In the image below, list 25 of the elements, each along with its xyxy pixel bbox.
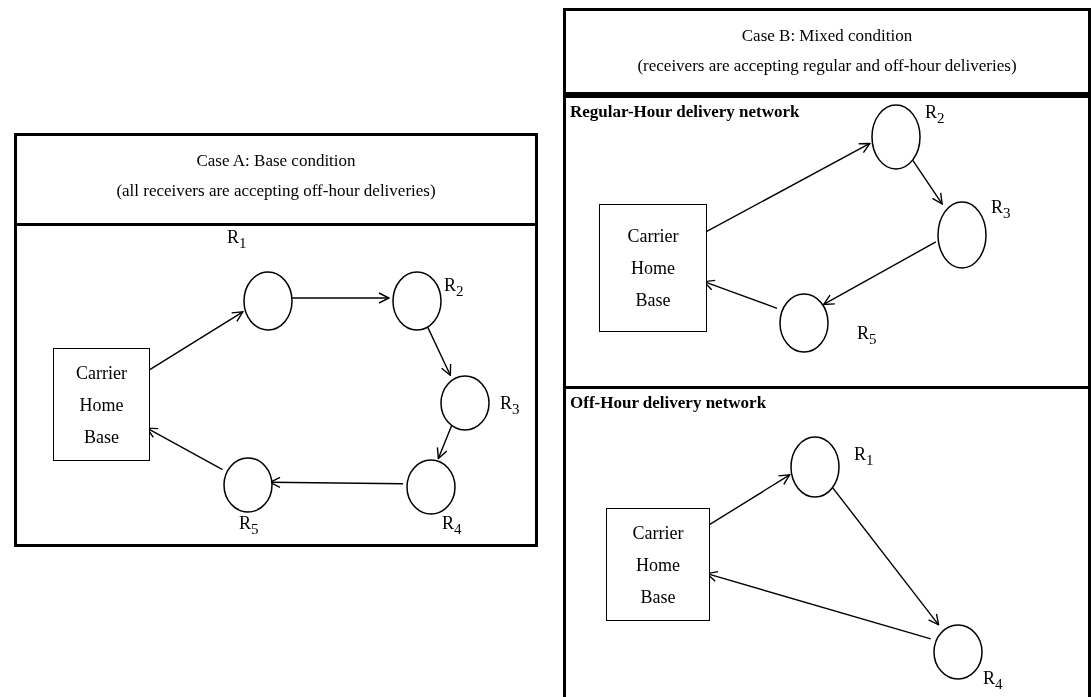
route-arrow [289, 292, 390, 304]
receiver-label: R$_{1}$ [227, 227, 247, 252]
home-base-box: Carrier Home Base [53, 348, 150, 461]
panel-title: Case A: Base condition [195, 150, 357, 172]
receiver-label: R$_{2}$ [925, 102, 945, 127]
panel-subtitle: (receivers are accepting regular and off-hour deliveries) [636, 55, 1018, 77]
receiver-label: R$_{3}$ [500, 393, 520, 418]
section-title: Off-Hour delivery network [570, 393, 767, 413]
case-panel [14, 133, 538, 547]
home-base-box: Carrier Home Base [599, 204, 707, 332]
case-panel [563, 8, 1091, 697]
panel-subtitle: (all receivers are accepting off-hour deliveries) [115, 180, 437, 202]
section-title: Regular-Hour delivery network [570, 102, 800, 122]
receiver-label: R$_{2}$ [444, 275, 464, 300]
receiver-label: R$_{3}$ [991, 197, 1011, 222]
home-base-box: Carrier Home Base [606, 508, 710, 621]
route-arrow [269, 476, 404, 489]
receiver-label: R$_{1}$ [854, 444, 874, 469]
receiver-label: R$_{5}$ [857, 323, 877, 348]
route-arrow [436, 424, 453, 460]
receiver-label: R$_{5}$ [239, 513, 259, 538]
receiver-label: R$_{4}$ [442, 513, 462, 538]
receiver-label: R$_{4}$ [983, 668, 1003, 693]
route-arrow [822, 241, 937, 306]
panel-title: Case B: Mixed condition [740, 25, 914, 47]
